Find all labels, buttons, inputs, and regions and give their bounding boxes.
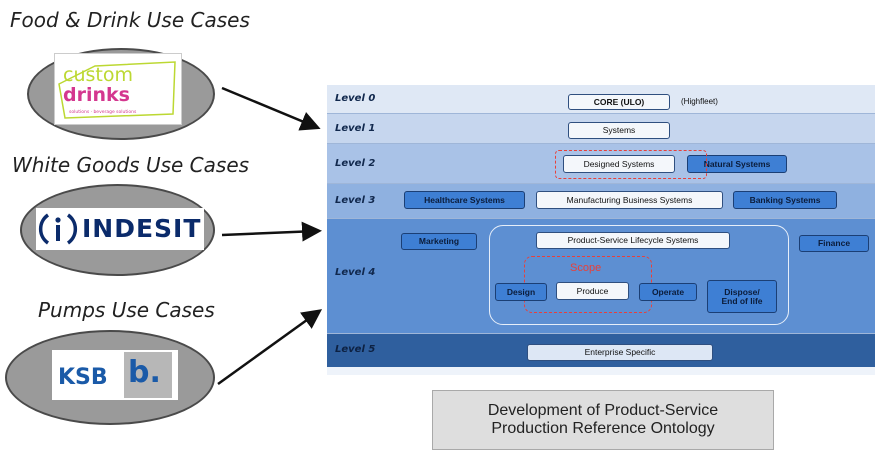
level-5-label: Level 5	[335, 344, 376, 355]
designed-systems-box: Designed Systems	[563, 155, 675, 173]
ontology-diagram: Level 0 Level 1 Level 2 Level 3 Level 4 …	[327, 85, 875, 375]
lifecycle-container	[489, 225, 789, 325]
core-note: (Highfleet)	[681, 97, 718, 106]
finance-box: Finance	[799, 235, 869, 252]
level-2-scope-outline	[555, 150, 707, 179]
scope-label: Scope	[570, 262, 602, 274]
manufacturing-business-systems-box: Manufacturing Business Systems	[536, 191, 723, 209]
natural-systems-box: Natural Systems	[687, 155, 787, 173]
level-4-label: Level 4	[335, 267, 376, 278]
systems-box: Systems	[568, 122, 670, 139]
arrow-white-goods	[221, 221, 322, 242]
design-box: Design	[495, 283, 547, 301]
level-2-label: Level 2	[335, 158, 376, 169]
caption-box: Development of Product-Service Productio…	[432, 390, 774, 450]
dispose-label-line1: Dispose/	[724, 286, 760, 297]
custom-drinks-word-custom: custom	[63, 64, 133, 86]
produce-box: Produce	[556, 282, 629, 300]
operate-box: Operate	[639, 283, 697, 301]
enterprise-specific-box: Enterprise Specific	[527, 344, 713, 361]
custom-drinks-logo-graphic	[58, 61, 176, 119]
ksb-mark: b.	[128, 355, 161, 390]
arrow-food-drink	[221, 86, 321, 131]
dispose-label-line2: End of life	[721, 295, 763, 306]
arrow-pumps	[217, 309, 323, 386]
product-service-lifecycle-box: Product-Service Lifecycle Systems	[536, 232, 730, 249]
ksb-wordmark: KSB	[58, 365, 108, 390]
level-0-label: Level 0	[335, 93, 376, 104]
core-ulo-box: CORE (ULO)	[568, 94, 670, 110]
custom-drinks-logo: custom drinks solutions · beverage solut…	[54, 53, 182, 125]
ksb-logo: KSB b.	[52, 350, 178, 400]
level-1-label: Level 1	[335, 123, 376, 134]
white-goods-title: White Goods Use Cases	[12, 153, 250, 177]
caption-line-1: Development of Product-Service	[487, 402, 719, 419]
level-3-label: Level 3	[335, 195, 376, 206]
caption-line-2: Production Reference Ontology	[491, 420, 715, 437]
food-drink-title: Food & Drink Use Cases	[10, 8, 250, 32]
healthcare-systems-box: Healthcare Systems	[404, 191, 525, 209]
indesit-logo: INDESIT	[36, 208, 204, 250]
dispose-end-of-life-box: Dispose/ End of life	[707, 280, 777, 313]
custom-drinks-tagline: solutions · beverage solutions	[69, 110, 137, 115]
custom-drinks-word-drinks: drinks	[63, 84, 130, 106]
indesit-wordmark: INDESIT	[82, 214, 202, 243]
indesit-logo-mark	[38, 213, 78, 245]
marketing-box: Marketing	[401, 233, 477, 250]
pumps-title: Pumps Use Cases	[38, 298, 215, 322]
ksb-mark-bg	[124, 352, 172, 398]
banking-systems-box: Banking Systems	[733, 191, 837, 209]
